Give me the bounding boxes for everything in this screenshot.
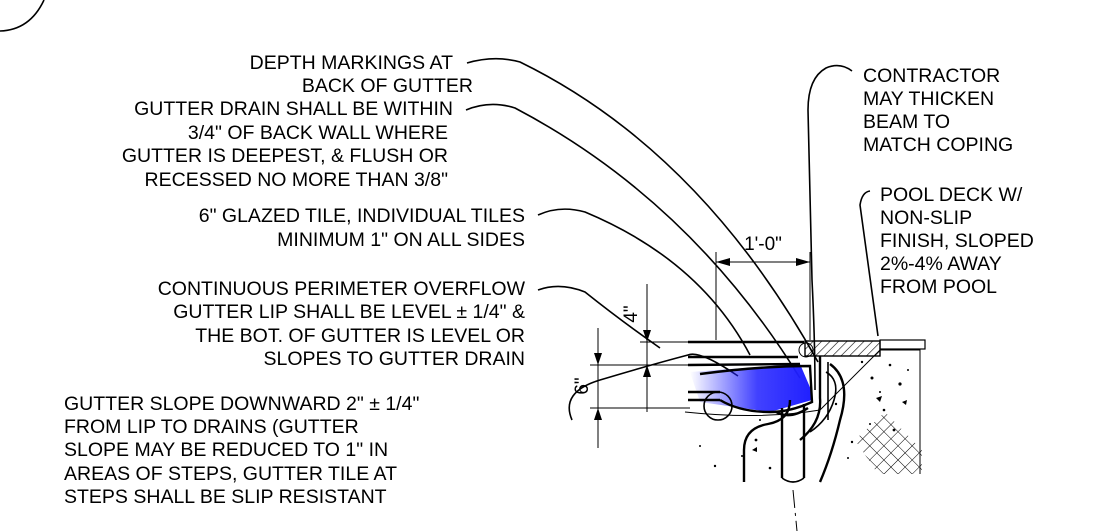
leader-depth-markings [466,57,819,363]
callout-line: RECESSED NO MORE THAN 3/8" [145,169,449,191]
leader-overflow-gutter [537,285,661,349]
callout-line: 6" GLAZED TILE, INDIVIDUAL TILES [199,205,525,227]
callout-line: CONTRACTOR [863,65,1000,87]
dimension-6in: 6" [572,328,690,448]
soil-mass [684,349,921,474]
callout-line: GUTTER IS DEEPEST, & FLUSH OR [122,145,448,167]
callout-pool-deck: POOL DECK W/ NON-SLIP FINISH, SLOPED 2%-… [880,184,1034,298]
dimension-1ft: 1'-0" [715,234,811,340]
rebar-outer [742,399,792,482]
callout-line: MINIMUM 1" ON ALL SIDES [277,229,525,251]
gutter-channel [699,364,814,414]
soil-stipple [699,360,909,470]
callout-depth-markings: DEPTH MARKINGS AT BACK OF GUTTER [250,52,473,97]
detail-bubble-arc [0,0,45,32]
gutter-section [684,339,926,531]
leader-gutter-drain [465,103,801,379]
leader-glazed-tile [537,208,751,356]
drain-pipe-end [781,477,805,483]
callout-line: BEAM TO [863,111,950,133]
callout-line: STEPS SHALL BE SLIP RESISTANT [64,486,387,508]
callout-line: 2%-4% AWAY [880,253,1002,275]
callout-overflow-gutter: CONTINUOUS PERIMETER OVERFLOW GUTTER LIP… [158,278,526,370]
beam-wall-inner [809,371,837,433]
callout-contractor: CONTRACTOR MAY THICKEN BEAM TO MATCH COP… [863,65,1013,156]
callout-line: 3/4" OF BACK WALL WHERE [188,122,448,144]
rebar-back [818,363,846,483]
dim-arrow [796,258,810,266]
leader-pool-deck [859,190,879,337]
callout-gutter-slope: GUTTER SLOPE DOWNWARD 2" ± 1/4" FROM LIP… [64,393,419,508]
pool-deck-slab [879,339,926,350]
dim-label: 4" [621,305,642,322]
gutter-lip [687,355,801,402]
callout-line: POOL DECK W/ [880,184,1023,206]
callout-line: FINISH, SLOPED [880,230,1034,252]
dim-arrow [643,365,651,377]
callout-line: FROM POOL [880,276,997,298]
drain-centerline [792,489,798,531]
dim-arrow [594,408,602,420]
callout-line: AREAS OF STEPS, GUTTER TILE AT [64,463,397,485]
callout-line: DEPTH MARKINGS AT [250,52,453,74]
leader-contractor [807,64,853,391]
leader-lines [465,57,879,421]
dim-arrow [716,258,730,266]
callout-line: BACK OF GUTTER [302,75,473,97]
dim-label: 6" [572,377,593,394]
callout-line: SLOPE MAY BE REDUCED TO 1" IN [64,439,388,461]
callout-line: GUTTER DRAIN SHALL BE WITHIN [134,98,453,120]
callout-glazed-tile: 6" GLAZED TILE, INDIVIDUAL TILES MINIMUM… [199,205,525,251]
callout-line: THE BOT. OF GUTTER IS LEVEL OR [195,325,525,347]
earth-hatch [855,412,922,474]
dim-arrow [594,353,602,365]
callout-line: MATCH COPING [863,134,1013,156]
callout-gutter-drain: GUTTER DRAIN SHALL BE WITHIN 3/4" OF BAC… [122,98,453,191]
callout-line: MAY THICKEN [863,88,994,110]
callout-line: CONTINUOUS PERIMETER OVERFLOW [158,278,526,300]
gutter-water [690,364,812,412]
callout-line: SLOPES TO GUTTER DRAIN [264,348,526,370]
callout-line: GUTTER LIP SHALL BE LEVEL ± 1/4" & [173,301,525,323]
callout-line: GUTTER SLOPE DOWNWARD 2" ± 1/4" [64,393,419,415]
dim-label: 1'-0" [744,234,782,255]
drain-body [775,406,809,417]
dim-arrow [643,330,651,342]
callout-line: NON-SLIP [880,207,972,229]
detail-circle [703,391,733,421]
coping-stone [804,340,881,357]
bullnose [798,342,814,358]
callout-line: FROM LIP TO DRAINS (GUTTER [64,416,359,438]
